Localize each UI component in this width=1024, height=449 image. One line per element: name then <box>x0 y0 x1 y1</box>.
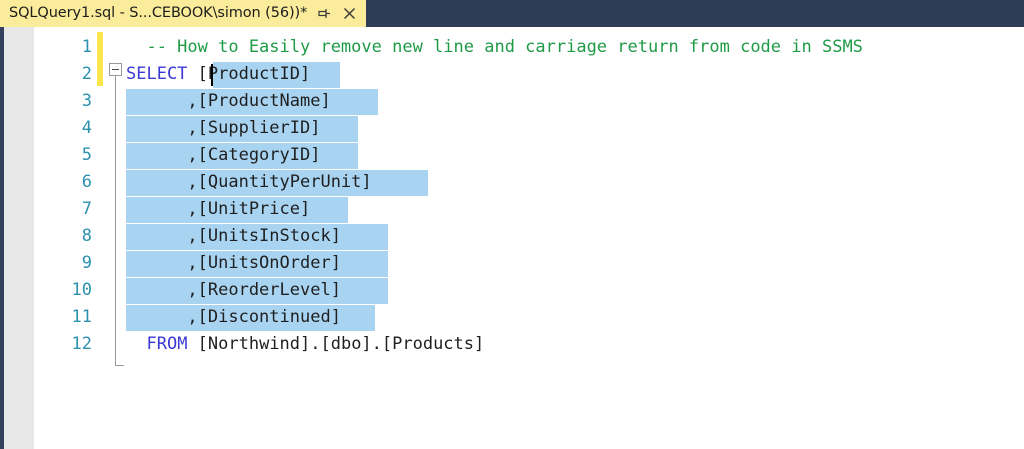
editor-left-rail <box>0 27 4 449</box>
token-ident: ,[UnitsInStock] <box>126 226 341 246</box>
indicator-margin[interactable] <box>4 27 34 449</box>
code-line[interactable]: 6 ,[QuantityPerUnit] <box>0 169 1024 196</box>
token-ident: ,[ProductName] <box>126 91 331 111</box>
code-line[interactable]: 4 ,[SupplierID] <box>0 115 1024 142</box>
token-ident: ,[SupplierID] <box>126 118 321 138</box>
code-text[interactable]: ,[SupplierID] <box>126 115 320 142</box>
line-number: 6 <box>81 172 92 192</box>
selection-highlight <box>126 278 388 304</box>
selection-highlight <box>126 143 358 169</box>
selection-highlight <box>126 224 388 250</box>
line-number: 3 <box>81 91 92 111</box>
code-text[interactable]: -- How to Easily remove new line and car… <box>126 34 863 61</box>
code-lines[interactable]: 1 -- How to Easily remove new line and c… <box>0 27 1024 449</box>
line-number: 4 <box>81 118 92 138</box>
line-number: 8 <box>81 226 92 246</box>
token-keyword: SELECT <box>126 64 188 84</box>
token-ident: ,[UnitsOnOrder] <box>126 253 341 273</box>
token-ident: ,[ReorderLevel] <box>126 280 341 300</box>
selection-highlight <box>126 305 375 331</box>
line-number: 9 <box>81 253 92 273</box>
code-line[interactable]: 9 ,[UnitsOnOrder] <box>0 250 1024 277</box>
line-number: 10 <box>71 280 92 300</box>
token-plain <box>126 334 146 354</box>
code-text[interactable]: ,[QuantityPerUnit] <box>126 169 372 196</box>
selection-highlight <box>126 197 348 223</box>
token-keyword: FROM <box>146 334 188 354</box>
tab-sqlquery1[interactable]: SQLQuery1.sql - S...CEBOOK\simon (56))* <box>0 0 367 27</box>
code-text[interactable]: ,[UnitsOnOrder] <box>126 250 341 277</box>
token-ident: ,[UnitPrice] <box>126 199 311 219</box>
line-number: 2 <box>81 64 92 84</box>
code-line[interactable]: 7 ,[UnitPrice] <box>0 196 1024 223</box>
pin-icon[interactable] <box>316 5 332 23</box>
token-ident: [Northwind].[dbo].[Products] <box>187 334 485 354</box>
code-text[interactable]: ,[UnitPrice] <box>126 196 310 223</box>
close-icon[interactable] <box>341 5 357 23</box>
text-caret <box>211 64 213 86</box>
editor-tab-strip: SQLQuery1.sql - S...CEBOOK\simon (56))* <box>0 0 1024 27</box>
code-text[interactable]: ,[CategoryID] <box>126 142 320 169</box>
code-line[interactable]: 11 ,[Discontinued] <box>0 304 1024 331</box>
line-number: 11 <box>71 307 92 327</box>
line-number: 1 <box>81 37 92 57</box>
token-ident: ,[CategoryID] <box>126 145 321 165</box>
code-text[interactable]: FROM [Northwind].[dbo].[Products] <box>126 331 484 358</box>
line-number: 12 <box>71 334 92 354</box>
code-line[interactable]: 3 ,[ProductName] <box>0 88 1024 115</box>
selection-highlight <box>126 251 388 277</box>
code-line[interactable]: 10 ,[ReorderLevel] <box>0 277 1024 304</box>
tab-title: SQLQuery1.sql - S...CEBOOK\simon (56))* <box>9 5 308 21</box>
token-comment: -- How to Easily remove new line and car… <box>126 37 863 57</box>
code-text[interactable]: ,[UnitsInStock] <box>126 223 341 250</box>
code-line[interactable]: 8 ,[UnitsInStock] <box>0 223 1024 250</box>
fold-region-guide <box>115 76 116 366</box>
line-number-gutter <box>34 27 97 449</box>
token-ident: ,[QuantityPerUnit] <box>126 172 372 192</box>
selection-highlight <box>126 170 428 196</box>
code-line[interactable]: 2 SELECT [ProductID] <box>0 61 1024 88</box>
unsaved-change-bar <box>97 32 103 86</box>
code-text[interactable]: ,[Discontinued] <box>126 304 341 331</box>
line-number: 5 <box>81 145 92 165</box>
code-editor[interactable]: 1 -- How to Easily remove new line and c… <box>0 27 1024 449</box>
selection-highlight <box>213 62 340 88</box>
selection-highlight <box>126 89 378 115</box>
code-line[interactable]: 12 FROM [Northwind].[dbo].[Products] <box>0 331 1024 358</box>
token-ident: [ProductID] <box>187 64 311 84</box>
line-number: 7 <box>81 199 92 219</box>
token-ident: ,[Discontinued] <box>126 307 341 327</box>
code-text[interactable]: ,[ReorderLevel] <box>126 277 341 304</box>
fold-region-guide-foot <box>115 365 124 366</box>
code-line[interactable]: 5 ,[CategoryID] <box>0 142 1024 169</box>
code-text[interactable]: SELECT [ProductID] <box>126 61 310 88</box>
selection-highlight <box>126 116 358 142</box>
code-line[interactable]: 1 -- How to Easily remove new line and c… <box>0 34 1024 61</box>
code-text[interactable]: ,[ProductName] <box>126 88 331 115</box>
fold-collapse-icon[interactable] <box>109 63 122 76</box>
